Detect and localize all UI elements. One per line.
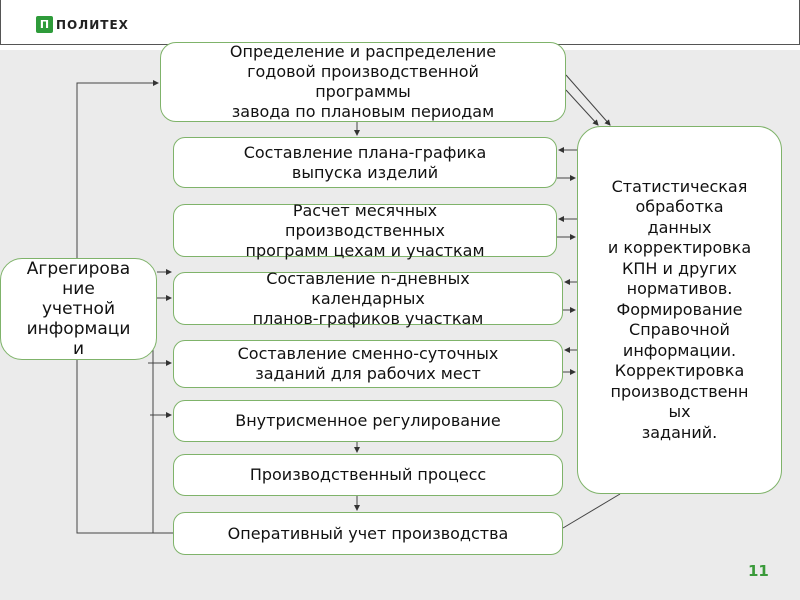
- step-n-day-plans: Составление n-дневных календарных планов…: [173, 269, 563, 328]
- aggregation-box: Агрегирова ние учетной информаци и: [0, 258, 157, 360]
- logo-text: ПОЛИТЕХ: [56, 17, 129, 32]
- step-shift-tasks: Составление сменно-суточных заданий для …: [173, 340, 563, 388]
- step-annual-program: Определение и распределение годовой прои…: [160, 42, 566, 122]
- header-frame: [0, 0, 800, 45]
- step-operational-accounting: Оперативный учет производства: [173, 512, 563, 555]
- step-monthly-programs: Расчет месячных производственных програм…: [173, 201, 557, 260]
- statistics-box: Статистическая обработка данных и коррек…: [577, 126, 782, 494]
- logo: П ПОЛИТЕХ: [36, 16, 129, 33]
- page-number: 11: [748, 562, 769, 580]
- step-intrashift-regulation: Внутрисменное регулирование: [173, 400, 563, 442]
- step-release-schedule: Составление плана-графика выпуска издели…: [173, 137, 557, 188]
- step-production-process: Производственный процесс: [173, 454, 563, 496]
- logo-mark: П: [36, 16, 53, 33]
